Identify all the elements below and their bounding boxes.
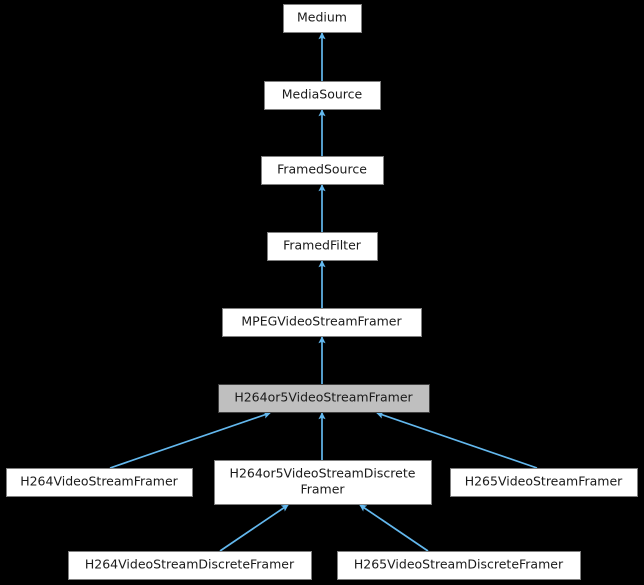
class-node-box[interactable] [261,156,384,185]
class-node-media-source[interactable]: MediaSource [264,81,381,110]
class-node-mpeg-video-stream-framer[interactable]: MPEGVideoStreamFramer [222,308,422,337]
class-node-label: H264VideoStreamDiscreteFramer [85,557,295,572]
class-node-h264-video-stream-framer[interactable]: H264VideoStreamFramer [6,468,193,497]
class-node-box[interactable] [218,384,430,413]
class-node-h264or5-video-stream-framer[interactable]: H264or5VideoStreamFramer [218,384,430,413]
inheritance-arrow [109,411,271,469]
class-node-label: H264or5VideoStreamDiscrete [230,466,416,481]
edges-layer [109,32,538,552]
class-node-label: H264or5VideoStreamFramer [234,390,413,405]
class-node-box[interactable] [214,460,432,505]
class-node-label: FramedSource [277,162,367,177]
nodes-layer: MediumMediaSourceFramedSourceFramedFilte… [6,4,638,580]
class-node-label: FramedFilter [283,238,362,253]
class-node-label: H265VideoStreamFramer [465,474,623,489]
class-node-label: H265VideoStreamDiscreteFramer [354,557,564,572]
inheritance-arrow [376,411,538,469]
class-node-box[interactable] [283,4,362,33]
class-node-box[interactable] [267,232,378,261]
inheritance-arrow [359,504,429,552]
class-node-label: Framer [300,482,345,497]
class-node-box[interactable] [222,308,422,337]
class-node-h265-video-stream-discrete-framer[interactable]: H265VideoStreamDiscreteFramer [337,551,581,580]
class-node-h265-video-stream-framer[interactable]: H265VideoStreamFramer [450,468,638,497]
class-node-box[interactable] [450,468,638,497]
class-node-label: MPEGVideoStreamFramer [241,314,402,329]
class-node-label: MediaSource [282,87,363,102]
class-node-framed-source[interactable]: FramedSource [261,156,384,185]
inheritance-arrow [219,504,289,552]
class-node-box[interactable] [337,551,581,580]
class-node-box[interactable] [264,81,381,110]
class-node-medium[interactable]: Medium [283,4,362,33]
class-node-h264-video-stream-discrete-framer[interactable]: H264VideoStreamDiscreteFramer [68,551,312,580]
class-node-box[interactable] [68,551,312,580]
class-node-box[interactable] [6,468,193,497]
class-node-framed-filter[interactable]: FramedFilter [267,232,378,261]
class-node-label: H264VideoStreamFramer [20,474,178,489]
class-node-label: Medium [297,10,347,25]
